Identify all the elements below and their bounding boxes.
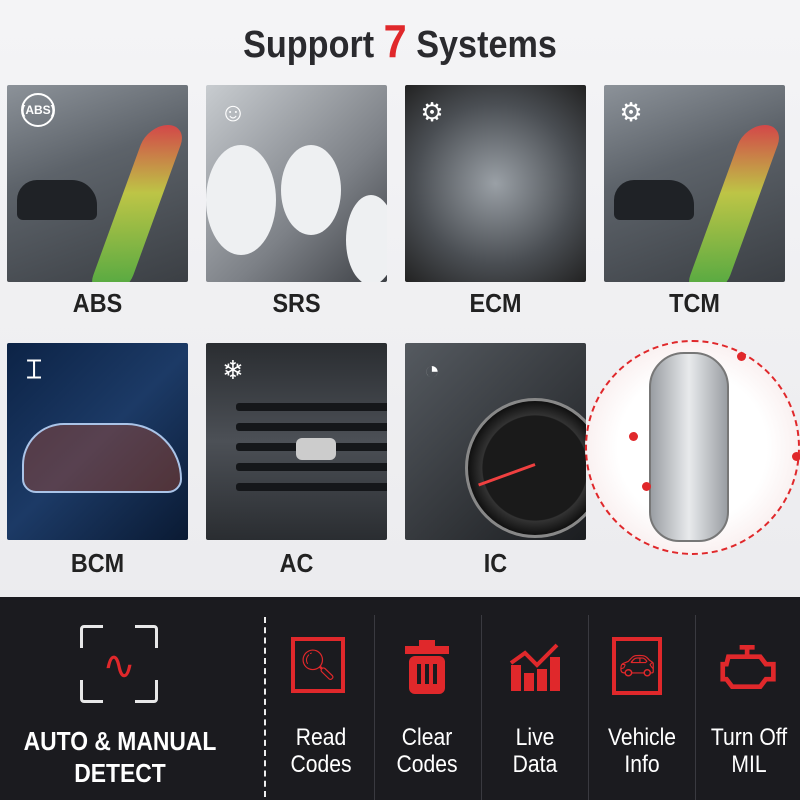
- title-suffix: Systems: [416, 24, 557, 66]
- abs-tile: (ABS): [7, 85, 188, 282]
- srs-label: SRS: [272, 288, 321, 318]
- ecm-label: ECM: [469, 288, 522, 318]
- car-illustration: [585, 340, 800, 555]
- detect-label-line1: AUTO & MANUAL: [23, 726, 217, 756]
- engine-icon: ⚙: [420, 96, 444, 127]
- scan-frame-icon: [78, 623, 160, 705]
- chart-icon: [505, 637, 565, 697]
- divider: [264, 617, 266, 797]
- abs-label: ABS: [72, 288, 123, 318]
- chassis-icon: ⌶: [26, 354, 42, 384]
- feature-label-line2: Data: [512, 751, 558, 778]
- feature-label-line2: Info: [624, 751, 660, 778]
- separator: [481, 615, 482, 800]
- ac-tile: ❄: [206, 343, 387, 540]
- trash-icon: [397, 637, 457, 697]
- transmission-gear-icon: ⚙: [619, 96, 643, 127]
- gauge-icon: ◔: [424, 354, 440, 385]
- abs-icon: (ABS): [21, 93, 55, 127]
- page-title: Support 7 Systems: [40, 14, 760, 68]
- title-prefix: Support: [243, 24, 375, 66]
- read-codes-icon: 🔍︎: [291, 637, 345, 693]
- ecm-tile: ⚙: [405, 85, 586, 282]
- check-engine-icon: [719, 637, 779, 697]
- ic-label: IC: [483, 548, 508, 578]
- feature-label-line1: Turn Off: [710, 724, 788, 751]
- feature-label-line2: MIL: [731, 751, 767, 778]
- bcm-label: BCM: [70, 548, 125, 578]
- feature-label-line1: Live: [515, 724, 555, 751]
- title-number: 7: [383, 15, 407, 67]
- feature-label-line2: Codes: [290, 751, 352, 778]
- heartbeat-scan-icon: ∿: [102, 644, 136, 688]
- separator: [695, 615, 696, 800]
- srs-tile: ☺: [206, 85, 387, 282]
- tcm-label: TCM: [669, 288, 720, 318]
- feature-label-line2: Codes: [396, 751, 458, 778]
- ac-label: AC: [279, 548, 314, 578]
- airbag-icon: ☺: [219, 96, 247, 127]
- feature-label-line1: Clear: [401, 724, 453, 751]
- tcm-tile: ⚙: [604, 85, 785, 282]
- separator: [374, 615, 375, 800]
- feature-label-line1: Read: [295, 724, 347, 751]
- vehicle-info-icon: 🚗︎: [612, 637, 662, 695]
- separator: [588, 615, 589, 800]
- feature-label-line1: Vehicle: [607, 724, 677, 751]
- detect-label-line2: DETECT: [74, 758, 166, 788]
- ic-tile: ◔: [405, 343, 586, 540]
- snowflake-icon: ❄: [222, 354, 244, 385]
- bcm-tile: ⌶: [7, 343, 188, 540]
